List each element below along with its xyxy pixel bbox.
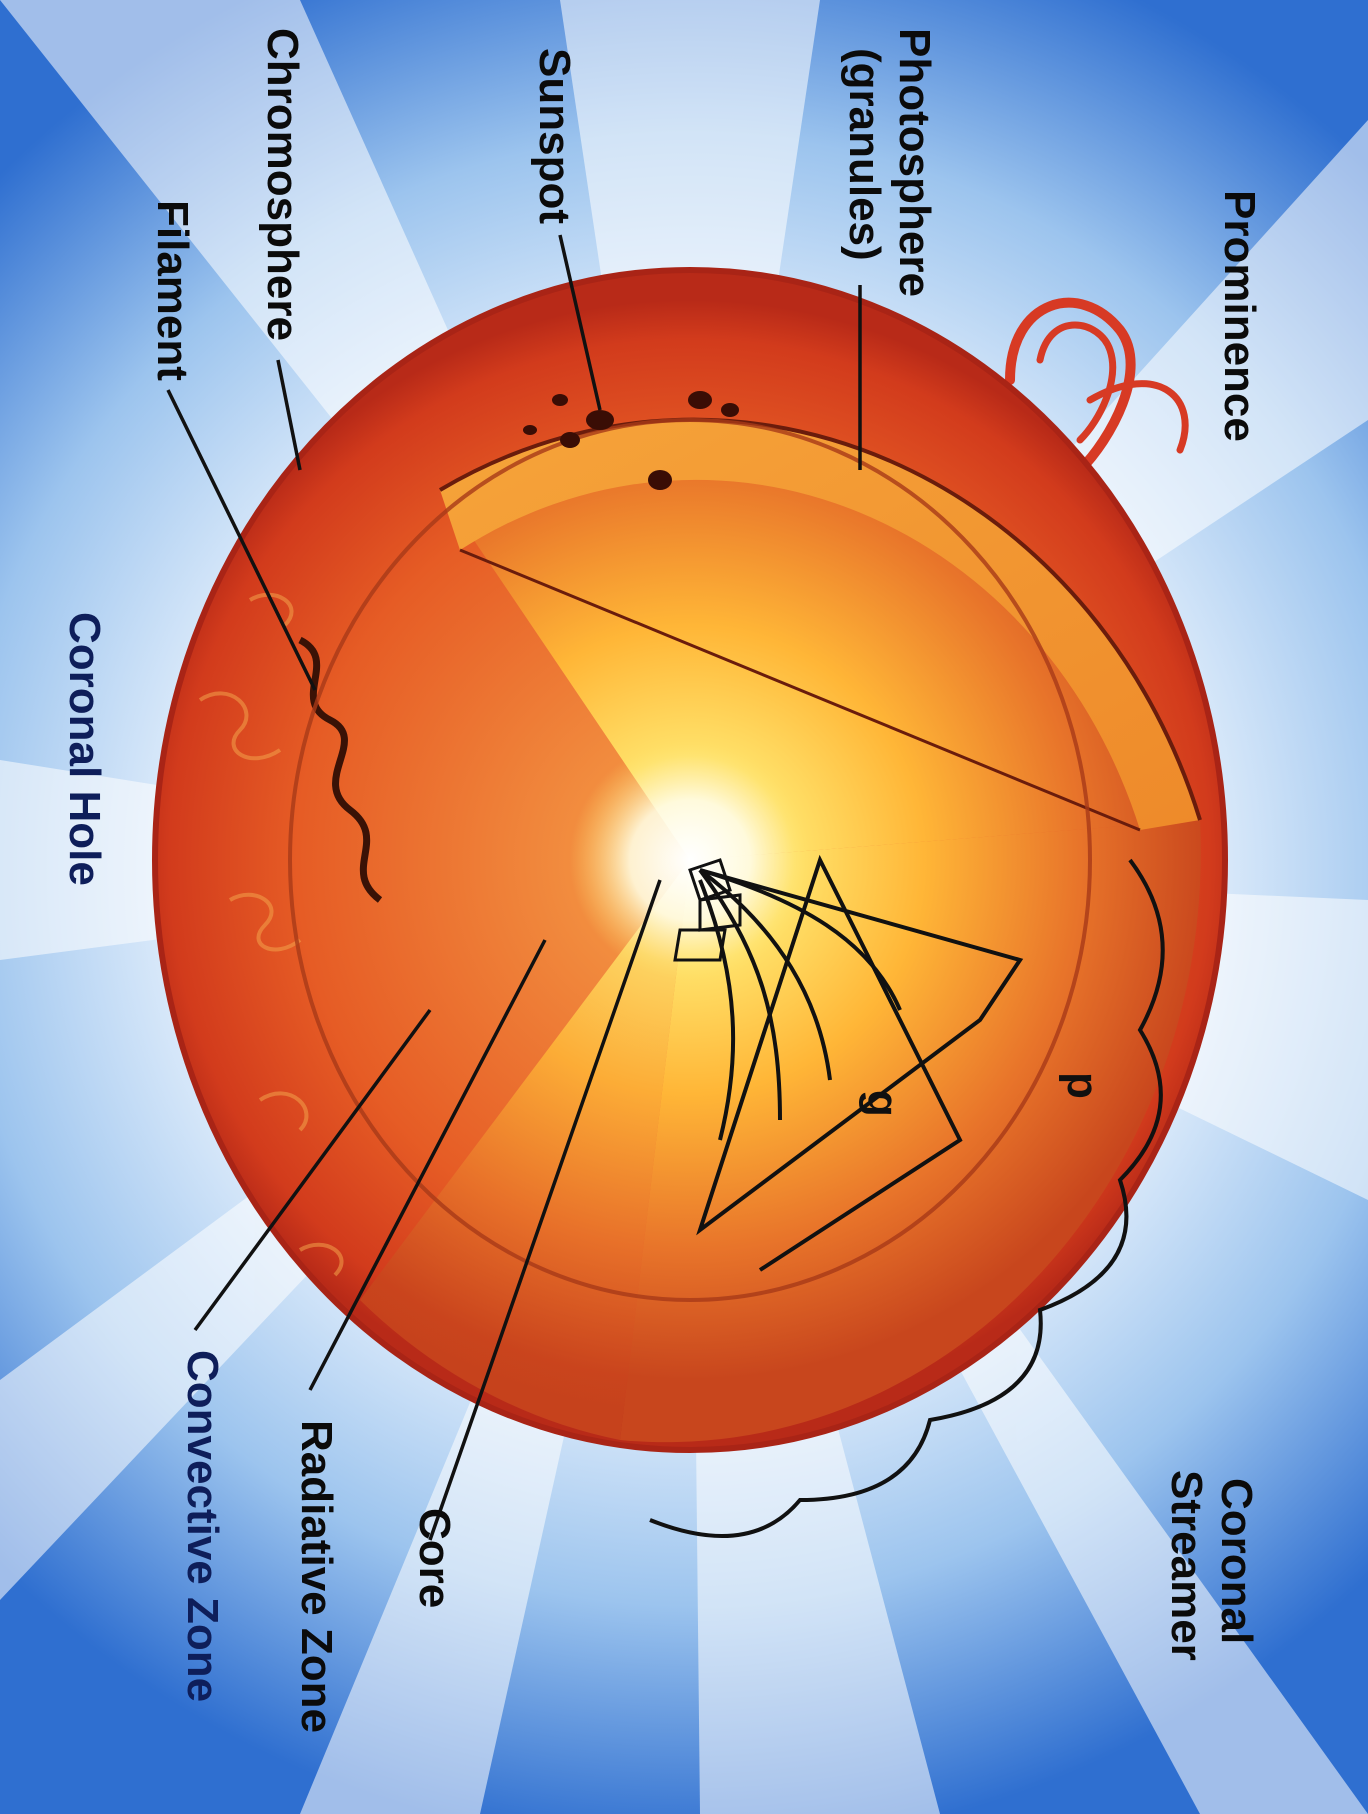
- label-coronal-hole: Coronal Hole: [60, 612, 109, 886]
- label-photosphere-granules: (granules): [840, 48, 889, 261]
- label-photosphere: Photosphere: [890, 28, 939, 297]
- label-coronal: Coronal: [1212, 1478, 1261, 1644]
- label-convective-zone: Convective Zone: [178, 1350, 227, 1702]
- label-wave-g: g: [858, 1090, 907, 1117]
- label-radiative-zone: Radiative Zone: [292, 1420, 341, 1733]
- label-core: Core: [410, 1508, 459, 1608]
- label-filament: Filament: [148, 200, 197, 381]
- label-prominence: Prominence: [1215, 190, 1264, 442]
- label-streamer: Streamer: [1162, 1470, 1211, 1661]
- label-sunspot: Sunspot: [530, 48, 579, 224]
- label-chromosphere: Chromosphere: [258, 28, 307, 341]
- label-wave-p: p: [1058, 1072, 1107, 1099]
